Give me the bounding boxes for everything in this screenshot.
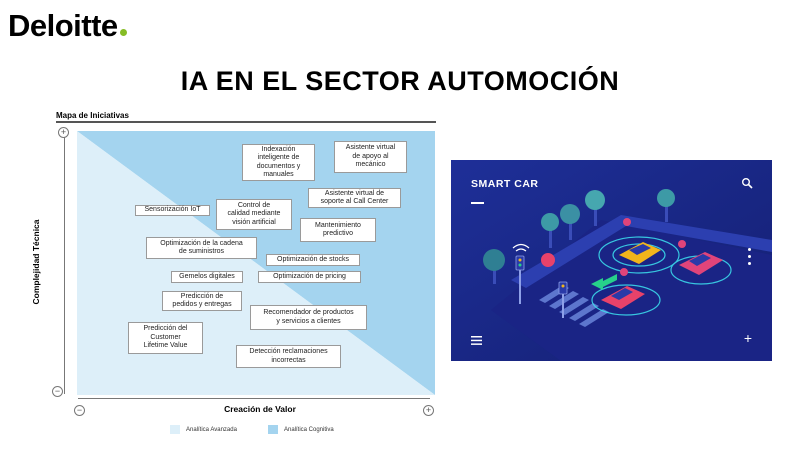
stop-sign <box>541 253 555 267</box>
legend-label-advanced: Analítica Avanzada <box>186 426 237 433</box>
y-axis-plus-icon: + <box>58 127 69 138</box>
plus-icon[interactable]: + <box>743 330 752 346</box>
x-axis-line <box>78 398 430 399</box>
y-axis-label: Complejidad Técnica <box>31 219 41 305</box>
initiative-stocks: Optimización de stocks <box>266 254 360 266</box>
initiative-cadena-suministros: Optimización de la cadena de suministros <box>146 237 257 259</box>
wifi-icon <box>512 243 530 252</box>
legend-item-advanced: Analítica Avanzada <box>170 425 237 434</box>
initiative-indexacion: Indexación inteligente de documentos y m… <box>242 144 315 181</box>
smart-car-title: SMART CAR <box>471 178 539 190</box>
logo-dot <box>119 29 127 36</box>
initiative-sensorizacion: Sensorización IoT <box>135 205 210 216</box>
initiative-recomendador: Recomendador de productos y servicios a … <box>250 305 367 330</box>
y-axis-minus-icon: − <box>52 386 63 397</box>
car-red <box>601 286 645 309</box>
more-vertical-icon[interactable] <box>748 248 752 269</box>
x-axis-label: Creación de Valor <box>224 404 296 414</box>
page-title: IA EN EL SECTOR AUTOMOCIÓN <box>180 66 620 96</box>
initiative-gemelos: Gemelos digitales <box>171 271 243 283</box>
car-yellow <box>619 242 661 264</box>
initiative-asistente-mecanico: Asistente virtual de apoyo al mecánico <box>334 141 407 173</box>
legend-swatch-cognitive <box>268 425 278 434</box>
legend-label-cognitive: Analítica Cognitiva <box>284 426 334 433</box>
initiative-control-calidad: Control de calidad mediante visión artif… <box>216 199 292 230</box>
legend-swatch-advanced <box>170 425 180 434</box>
traffic-lights <box>515 255 568 318</box>
smart-car-illustration: SMART CAR + <box>451 160 772 361</box>
map-title-underline <box>56 121 436 123</box>
search-icon[interactable] <box>741 177 753 189</box>
trees <box>483 189 675 284</box>
sidewalk-top <box>511 215 772 288</box>
deloitte-logo: Deloitte <box>8 10 127 41</box>
x-axis-minus-icon: − <box>74 405 85 416</box>
map-title: Mapa de Iniciativas <box>56 111 129 120</box>
car-pink <box>679 252 723 275</box>
initiative-asistente-call-center: Asistente virtual de soporte al Call Cen… <box>308 188 401 208</box>
logo-text: Deloitte <box>8 8 118 43</box>
x-axis-plus-icon: + <box>423 405 434 416</box>
y-axis-line <box>64 136 65 394</box>
menu-icon[interactable] <box>471 336 482 345</box>
alert-pins <box>620 218 686 276</box>
direction-arrow <box>591 274 617 290</box>
legend-item-cognitive: Analítica Cognitiva <box>268 425 334 434</box>
initiative-reclamaciones: Detección reclamaciones incorrectas <box>236 345 341 368</box>
initiative-mantenimiento: Mantenimiento predictivo <box>300 218 376 242</box>
initiative-prediccion-pedidos: Predicción de pedidos y entregas <box>162 291 242 311</box>
initiative-pricing: Optimización de pricing <box>258 271 361 283</box>
smart-car-scene <box>451 160 772 361</box>
initiative-clv: Predicción del Customer Lifetime Value <box>128 322 203 354</box>
title-underline <box>471 202 484 204</box>
